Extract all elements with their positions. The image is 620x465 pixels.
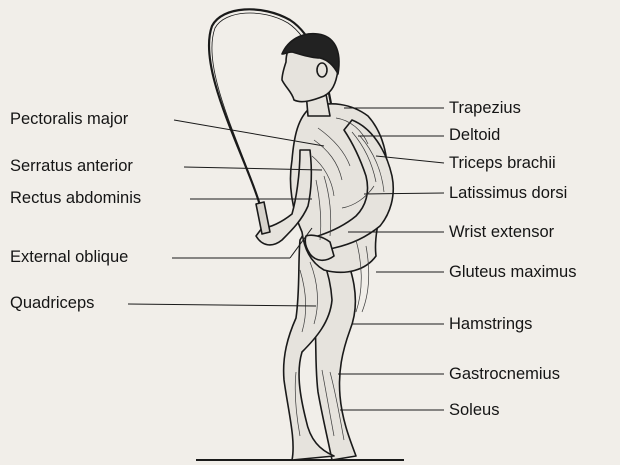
- label-deltoid: Deltoid: [449, 127, 500, 144]
- label-soleus: Soleus: [449, 402, 499, 419]
- rope-handle: [256, 202, 270, 234]
- label-external-oblique: External oblique: [10, 249, 128, 266]
- label-trapezius: Trapezius: [449, 100, 521, 117]
- athlete-figure: [256, 34, 393, 460]
- label-gastrocnemius: Gastrocnemius: [449, 366, 560, 383]
- label-quadriceps: Quadriceps: [10, 295, 94, 312]
- label-wrist-extensor: Wrist extensor: [449, 224, 554, 241]
- label-hamstrings: Hamstrings: [449, 316, 532, 333]
- ear: [317, 63, 327, 77]
- label-latissimus-dorsi: Latissimus dorsi: [449, 185, 567, 202]
- label-rectus-abdominis: Rectus abdominis: [10, 190, 141, 207]
- leader-quadriceps: [128, 304, 316, 306]
- label-triceps-brachii: Triceps brachii: [449, 155, 556, 172]
- label-serratus-anterior: Serratus anterior: [10, 158, 133, 175]
- label-gluteus-maximus: Gluteus maximus: [449, 264, 576, 281]
- label-pectoralis-major: Pectoralis major: [10, 111, 128, 128]
